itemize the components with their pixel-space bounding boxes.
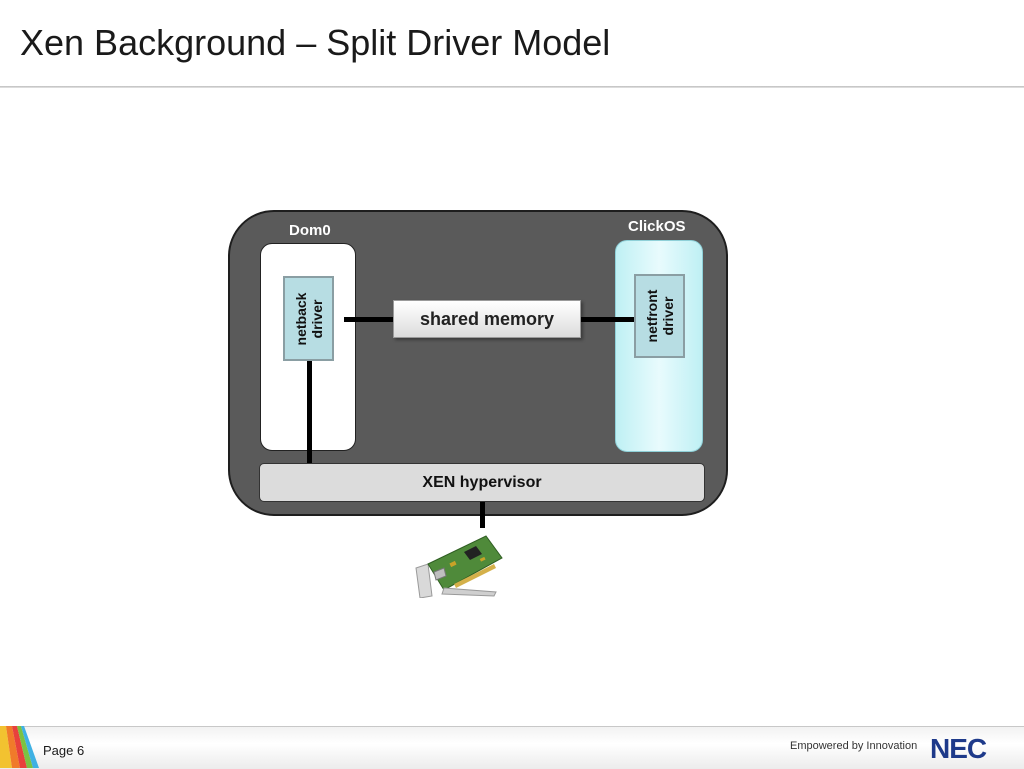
dom0-label: Dom0 (289, 222, 331, 239)
netfront-driver-label-line1: netfront (643, 289, 660, 343)
xen-hypervisor-bar: XEN hypervisor (259, 463, 705, 502)
shared-memory-to-netfront-line (581, 317, 634, 322)
netback-driver-label-line1: netback (292, 292, 309, 345)
hypervisor-to-nic-line (480, 501, 485, 534)
netback-to-shared-memory-line (344, 317, 393, 322)
netfront-driver-box: netfront driver (634, 274, 685, 358)
page-number: Page 6 (43, 743, 85, 758)
shared-memory-box: shared memory (393, 300, 581, 338)
network-card-icon (414, 528, 507, 599)
netfront-driver-label-line2: driver (659, 296, 676, 336)
netback-to-hypervisor-line (307, 361, 312, 463)
clickos-label: ClickOS (628, 218, 686, 235)
company-tagline: Empowered by Innovation (790, 740, 918, 752)
title-divider (0, 86, 1024, 88)
nec-logo: NEC (930, 733, 987, 764)
footer-rainbow-stripes (0, 726, 39, 768)
netback-driver-label-line2: driver (308, 299, 325, 338)
netback-driver-box: netback driver (283, 276, 334, 361)
footer-bar (0, 726, 1024, 769)
slide-title: Xen Background – Split Driver Model (20, 22, 611, 63)
